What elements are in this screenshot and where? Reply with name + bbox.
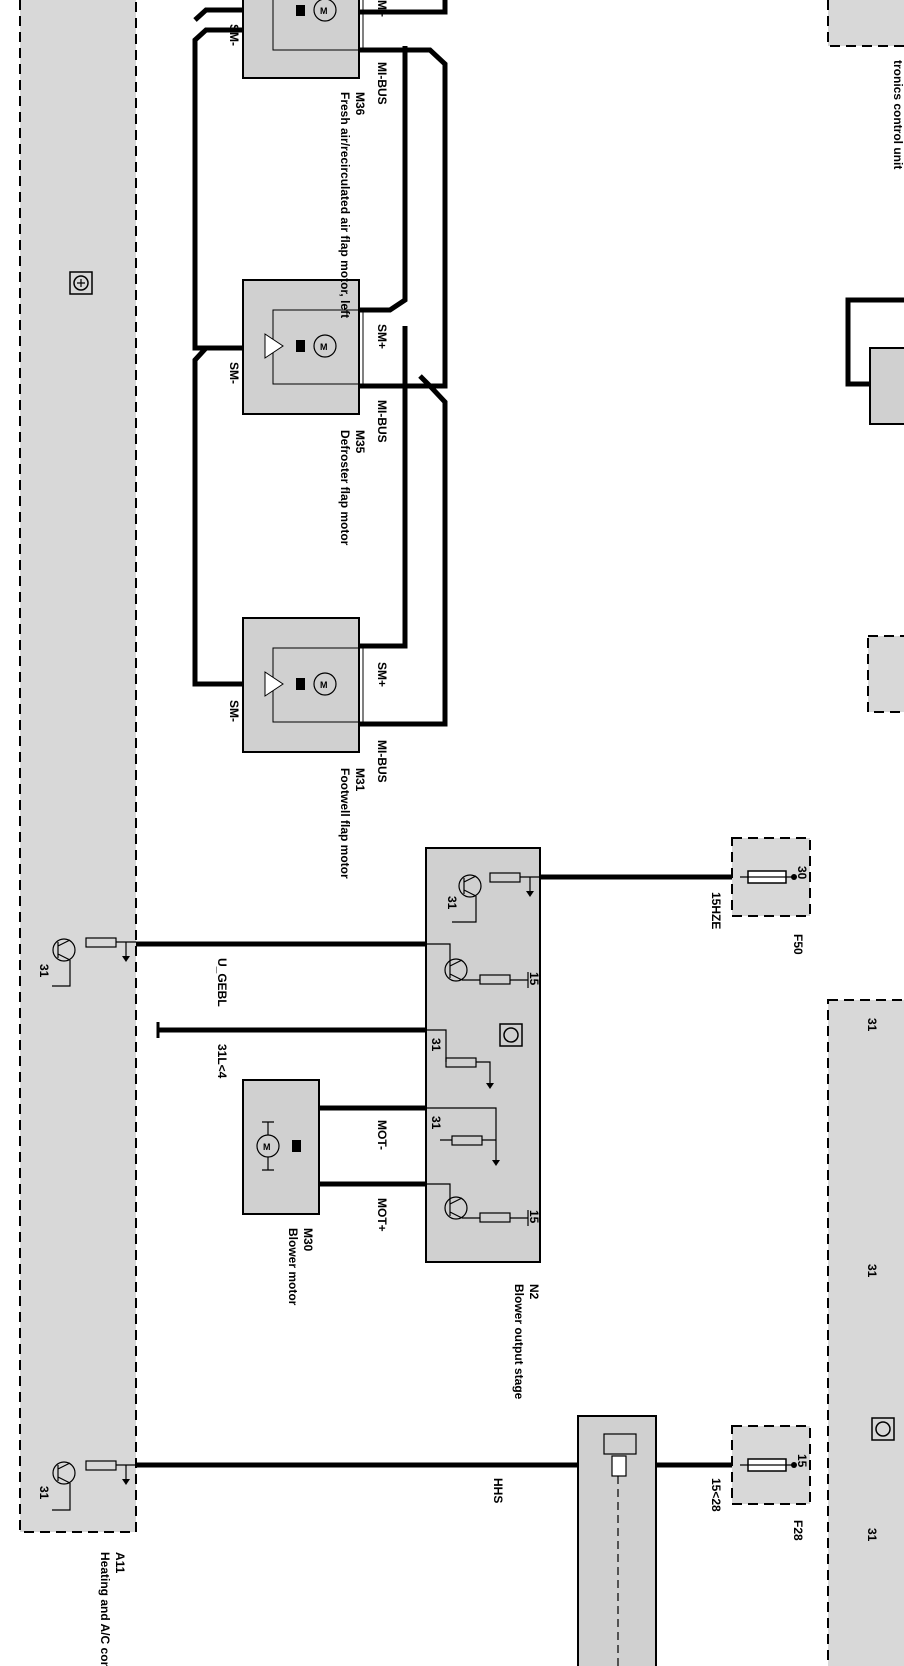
f50-id: F50 (791, 934, 805, 955)
m35-pin-mi-bus: MI-BUS (375, 400, 389, 443)
n2-pin-31-c: 31 (429, 1116, 443, 1130)
ground-icon (69, 271, 93, 295)
mi-bus-wire-upper (359, 47, 448, 389)
right-partial-ground-icon (871, 1417, 895, 1441)
sm-plus-wire-m35 (359, 46, 408, 313)
sm-plus-wire-m31 (359, 326, 408, 649)
a11-transistor-lower (52, 1460, 136, 1511)
right-partial-module (827, 999, 904, 1666)
m36-pin-sm-plus: SM+ (375, 0, 389, 17)
f28-fuse-icon (740, 1458, 797, 1472)
n2-pin-15-a: 15 (527, 972, 541, 986)
m30-motor-icon: M (256, 1121, 301, 1171)
m30-id: M30 (301, 1228, 315, 1252)
a11-name: Heating and A/C control module (98, 1552, 112, 1666)
n2-id: N2 (527, 1284, 541, 1300)
right-pin-31-c: 31 (865, 1528, 879, 1542)
m36-motor-icon: M (272, 0, 364, 51)
sm-minus-wire-m36-m35 (192, 27, 243, 351)
m31-pin-sm-minus: SM- (227, 700, 241, 722)
m31-pin-sm-plus: SM+ (375, 662, 389, 687)
a11-id: A11 (113, 1552, 127, 1574)
m31-id: M31 (353, 768, 367, 792)
m30-name: Blower motor (286, 1228, 300, 1306)
m35-pin-sm-plus: SM+ (375, 324, 389, 349)
svg-text:M: M (263, 1142, 271, 1152)
m36-pin-mi-bus: MI-BUS (375, 62, 389, 105)
f50-pin: 30 (795, 866, 809, 880)
f28-id: F28 (791, 1520, 805, 1541)
f50-fuse-icon (740, 870, 797, 884)
sm-minus-wire-top (193, 7, 243, 22)
right-pin-31-a: 31 (865, 1018, 879, 1032)
m35-pin-sm-minus: SM- (227, 362, 241, 384)
m35-motor-icon: M (264, 309, 364, 385)
n2-internal-circuit (426, 872, 540, 1226)
a11-module-box (19, 0, 137, 1533)
svg-text:M: M (320, 680, 328, 690)
sm-minus-wire-m35-m31 (192, 345, 243, 687)
m36-pin-sm-minus: SM- (227, 24, 241, 46)
wire-label-hhs: HHS (491, 1478, 505, 1503)
n2-pin-31-b: 31 (429, 1038, 443, 1052)
m35-name: Defroster flap motor (338, 430, 352, 546)
svg-text:M: M (320, 342, 328, 352)
n2-pin-31-a: 31 (445, 896, 459, 910)
n2-name: Blower output stage (512, 1284, 526, 1400)
right-partial-label: tronics control unit (891, 60, 904, 169)
svg-text:M: M (320, 6, 328, 16)
m35-id: M35 (353, 430, 367, 454)
m31-name: Footwell flap motor (338, 768, 352, 879)
right-partial-wire (845, 297, 904, 387)
right-pin-31-b: 31 (865, 1264, 879, 1278)
sm-plus-wire-top (359, 0, 448, 15)
a11-pin-31-upper: 31 (37, 964, 51, 978)
pin-mot-minus: MOT- (375, 1120, 389, 1150)
mi-bus-wire-lower (359, 383, 448, 727)
pin-mot-plus: MOT+ (375, 1198, 389, 1232)
wire-label-15hze: 15HZE (709, 892, 723, 929)
n2-box (425, 847, 541, 1263)
wire-label-31l4: 31L<4 (215, 1044, 229, 1079)
m36-id: M36 (353, 92, 367, 116)
right-partial-box-top (827, 0, 904, 47)
f28-pin: 15 (795, 1454, 809, 1468)
relay-icon (603, 1433, 637, 1666)
a11-pin-31-lower: 31 (37, 1486, 51, 1500)
a11-transistor-upper (52, 937, 136, 987)
wire-label-15-28: 15<28 (709, 1478, 723, 1512)
n2-pin-15-b: 15 (527, 1210, 541, 1224)
right-partial-box-mid (867, 635, 904, 713)
m31-motor-icon: M (264, 647, 364, 723)
m30-box (242, 1079, 320, 1215)
right-partial-comp (869, 347, 904, 425)
m31-pin-mi-bus: MI-BUS (375, 740, 389, 783)
wire-label-u-gebl: U_GEBL (215, 958, 229, 1007)
m36-name: Fresh air/recirculated air flap motor, l… (338, 92, 352, 318)
